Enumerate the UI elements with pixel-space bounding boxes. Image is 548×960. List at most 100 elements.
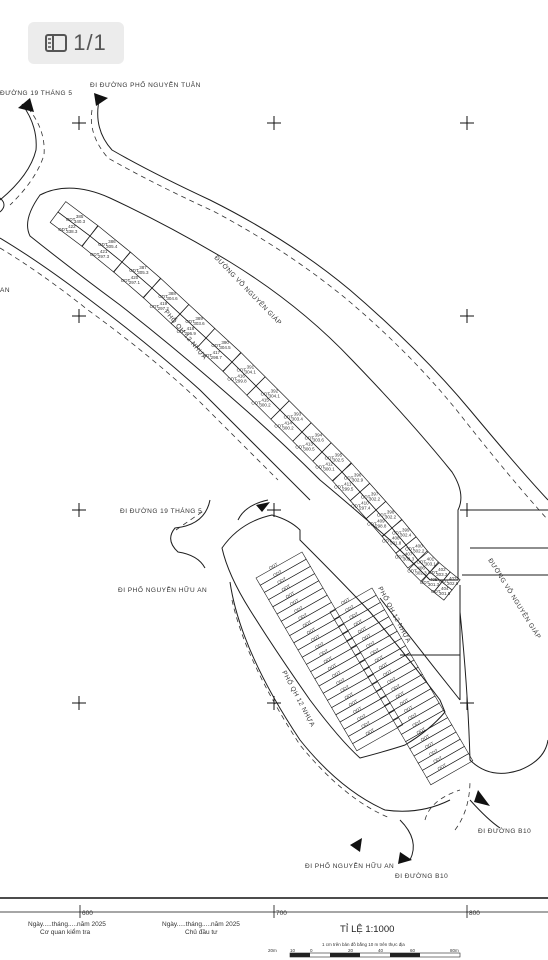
plot-id-upper: 400 [415, 543, 423, 548]
narrow-plot-label: ODT [386, 676, 397, 685]
scale-title: TỈ LỆ 1:1000 [340, 923, 394, 935]
plot-area-upper: 303.1 [425, 561, 437, 566]
plot-prefix: ODT [407, 569, 417, 574]
plot-prefix: ODT [158, 294, 168, 299]
plot-area-lower: 297.1 [129, 280, 141, 285]
plot-area-upper: 304.1 [269, 393, 281, 398]
plot-area-lower: 300.2 [282, 426, 294, 431]
street-label-top-left: ĐƯỜNG 19 THÁNG 5 [0, 88, 72, 97]
plot-area-upper: 304.5 [219, 345, 231, 350]
plot-id-lower: 415 [261, 398, 269, 403]
narrow-plot-label: ODT [356, 713, 367, 722]
plot-id-lower: 422 [68, 224, 76, 229]
plot-id-upper: 395 [335, 452, 343, 457]
narrow-plot-label: ODT [268, 562, 279, 571]
plot-area-upper: 304.6 [166, 296, 178, 301]
plot-area-lower: 297.4 [359, 505, 371, 510]
footer-role-left: Cơ quan kiểm tra [40, 928, 91, 936]
narrow-plot-label: ODT [289, 598, 300, 607]
plot-id-upper: 389 [195, 316, 203, 321]
plot-prefix: ODT [420, 580, 430, 585]
plot-id-lower: 414 [284, 421, 292, 426]
narrow-plot-label: ODT [407, 712, 418, 721]
plot-area-lower: 298.8 [375, 523, 387, 528]
narrow-plot-label: ODT [285, 590, 296, 599]
scale-note: 1 cm trên bản đồ bằng 10 m trên thực địa [322, 941, 405, 947]
street-label-mid-left-2: ĐI PHỐ NGUYỄN HỮU AN [118, 584, 207, 594]
plot-lower [408, 559, 431, 582]
narrow-plot-label: ODT [432, 755, 443, 764]
narrow-plot-label: ODT [403, 705, 414, 714]
plot-area-lower: 298.7 [211, 355, 223, 360]
plot-id-lower: 418 [187, 326, 195, 331]
plot-prefix: ODT [295, 445, 305, 450]
grid-label-600: 600 [82, 910, 93, 917]
plot-area-upper: 303.6 [193, 321, 205, 326]
plot-prefix: ODT [150, 304, 160, 309]
plot-prefix: ODT [185, 319, 195, 324]
plot-area-upper: 340.3 [74, 219, 86, 224]
narrow-plot-label: ODT [378, 661, 389, 670]
scale-tick-label: 0 [310, 948, 313, 953]
plot-id-upper: 398 [387, 510, 395, 515]
upper-block [27, 187, 462, 581]
map-footer: 600 700 800 Ngày.....tháng.....năm 2025 … [0, 897, 548, 958]
page-indicator-badge[interactable]: 1/1 [28, 22, 124, 64]
narrow-plot-label: ODT [276, 576, 287, 585]
plot-prefix: ODT [395, 555, 405, 560]
plot-id-upper: 401 [427, 556, 435, 561]
plot-id-upper: 386 [108, 239, 116, 244]
narrow-plot-label: ODT [339, 684, 350, 693]
plot-area-lower: 296.9 [185, 331, 197, 336]
narrow-plot [352, 717, 404, 752]
right-parcels [400, 574, 548, 700]
plot-id-lower: 419 [160, 301, 168, 306]
plot-id-lower: 410 [361, 500, 369, 505]
scale-tick-label: 80m [450, 948, 459, 953]
plot-id-lower: 404 [441, 586, 449, 591]
grid-label-700: 700 [276, 910, 287, 917]
plot-prefix: ODT [367, 521, 377, 526]
plot-prefix: ODT [90, 252, 100, 257]
narrow-plot-label: ODT [361, 633, 372, 642]
plot-area-lower: 301.5 [439, 591, 451, 596]
plot-prefix: ODT [377, 513, 387, 518]
narrow-plot-label: ODT [331, 670, 342, 679]
road-network [0, 95, 548, 861]
scale-tick-label: 40 [378, 948, 384, 953]
plot-id-lower: 421 [100, 249, 108, 254]
plot-area-lower: 297.2 [158, 306, 170, 311]
plot-lower [395, 544, 419, 569]
narrow-plot-label: ODT [335, 677, 346, 686]
page-panel-icon [45, 34, 68, 52]
plot-id-lower: 406 [417, 566, 425, 571]
plot-id-lower: 407 [405, 552, 413, 557]
plot-area-upper: 302.2 [385, 515, 397, 520]
plot-area-upper: 304.1 [245, 369, 257, 374]
plot-id-upper: 397 [371, 492, 379, 497]
plot-prefix: ODT [382, 539, 392, 544]
plot-id-lower: 405 [430, 577, 438, 582]
narrow-plot-label: ODT [437, 762, 448, 771]
plot-id-lower: 413 [305, 442, 313, 447]
narrow-plot-label: ODT [374, 654, 385, 663]
lower-plot-grid: ODTODTODTODTODTODTODTODTODTODTODTODTODTO… [255, 551, 474, 786]
plot-id-lower: 411 [344, 481, 352, 486]
plot-id-lower: 420 [131, 275, 139, 280]
plot-prefix: ODT [439, 579, 449, 584]
plot-prefix: ODT [325, 455, 335, 460]
page-indicator-text: 1/1 [73, 30, 107, 55]
street-label-bottom-1: ĐI PHỐ NGUYỄN HỮU AN [305, 860, 394, 870]
narrow-plot-label: ODT [348, 698, 359, 707]
narrow-plot-label: ODT [348, 611, 359, 620]
narrow-plot-label: ODT [323, 655, 334, 664]
scale-tick-label: 10 [290, 948, 296, 953]
plot-area-lower: 300.2 [259, 403, 271, 408]
narrow-plot-label: ODT [302, 619, 313, 628]
narrow-plot-label: ODT [424, 741, 435, 750]
plot-area-lower: 300.5 [303, 447, 315, 452]
plot-prefix: ODT [227, 377, 237, 382]
plot-area-lower: 297.3 [98, 254, 110, 259]
